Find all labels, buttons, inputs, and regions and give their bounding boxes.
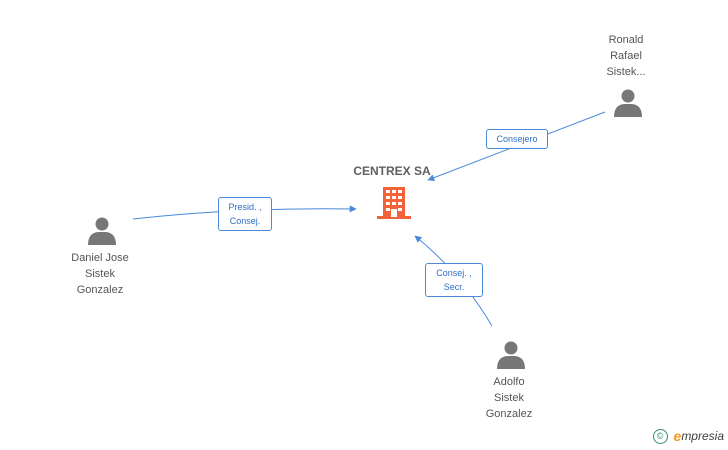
person-name-adolfo[interactable]: Adolfo Sistek Gonzalez [485,376,533,420]
copyright-icon: © [652,428,668,444]
person-name-ronald[interactable]: Ronald Rafael Sistek... [606,34,646,78]
person-name-daniel[interactable]: Daniel Jose Sistek Gonzalez [71,252,129,296]
person-icon[interactable] [613,88,643,123]
edge-label-consej-secr[interactable]: Consej. , Secr. [425,263,483,297]
company-name[interactable]: CENTREX SA [353,164,431,178]
person-icon[interactable] [87,216,117,251]
edge-label-consejero[interactable]: Consejero [486,129,548,149]
building-icon[interactable] [377,186,411,225]
brand-footer: © e mpresia [652,428,724,444]
brand-logo-e: e [673,428,682,444]
edge-label-presid-consej[interactable]: Presid. , Consej. [218,197,272,231]
person-icon[interactable] [496,340,526,375]
brand-logo-text: mpresia [681,429,724,443]
